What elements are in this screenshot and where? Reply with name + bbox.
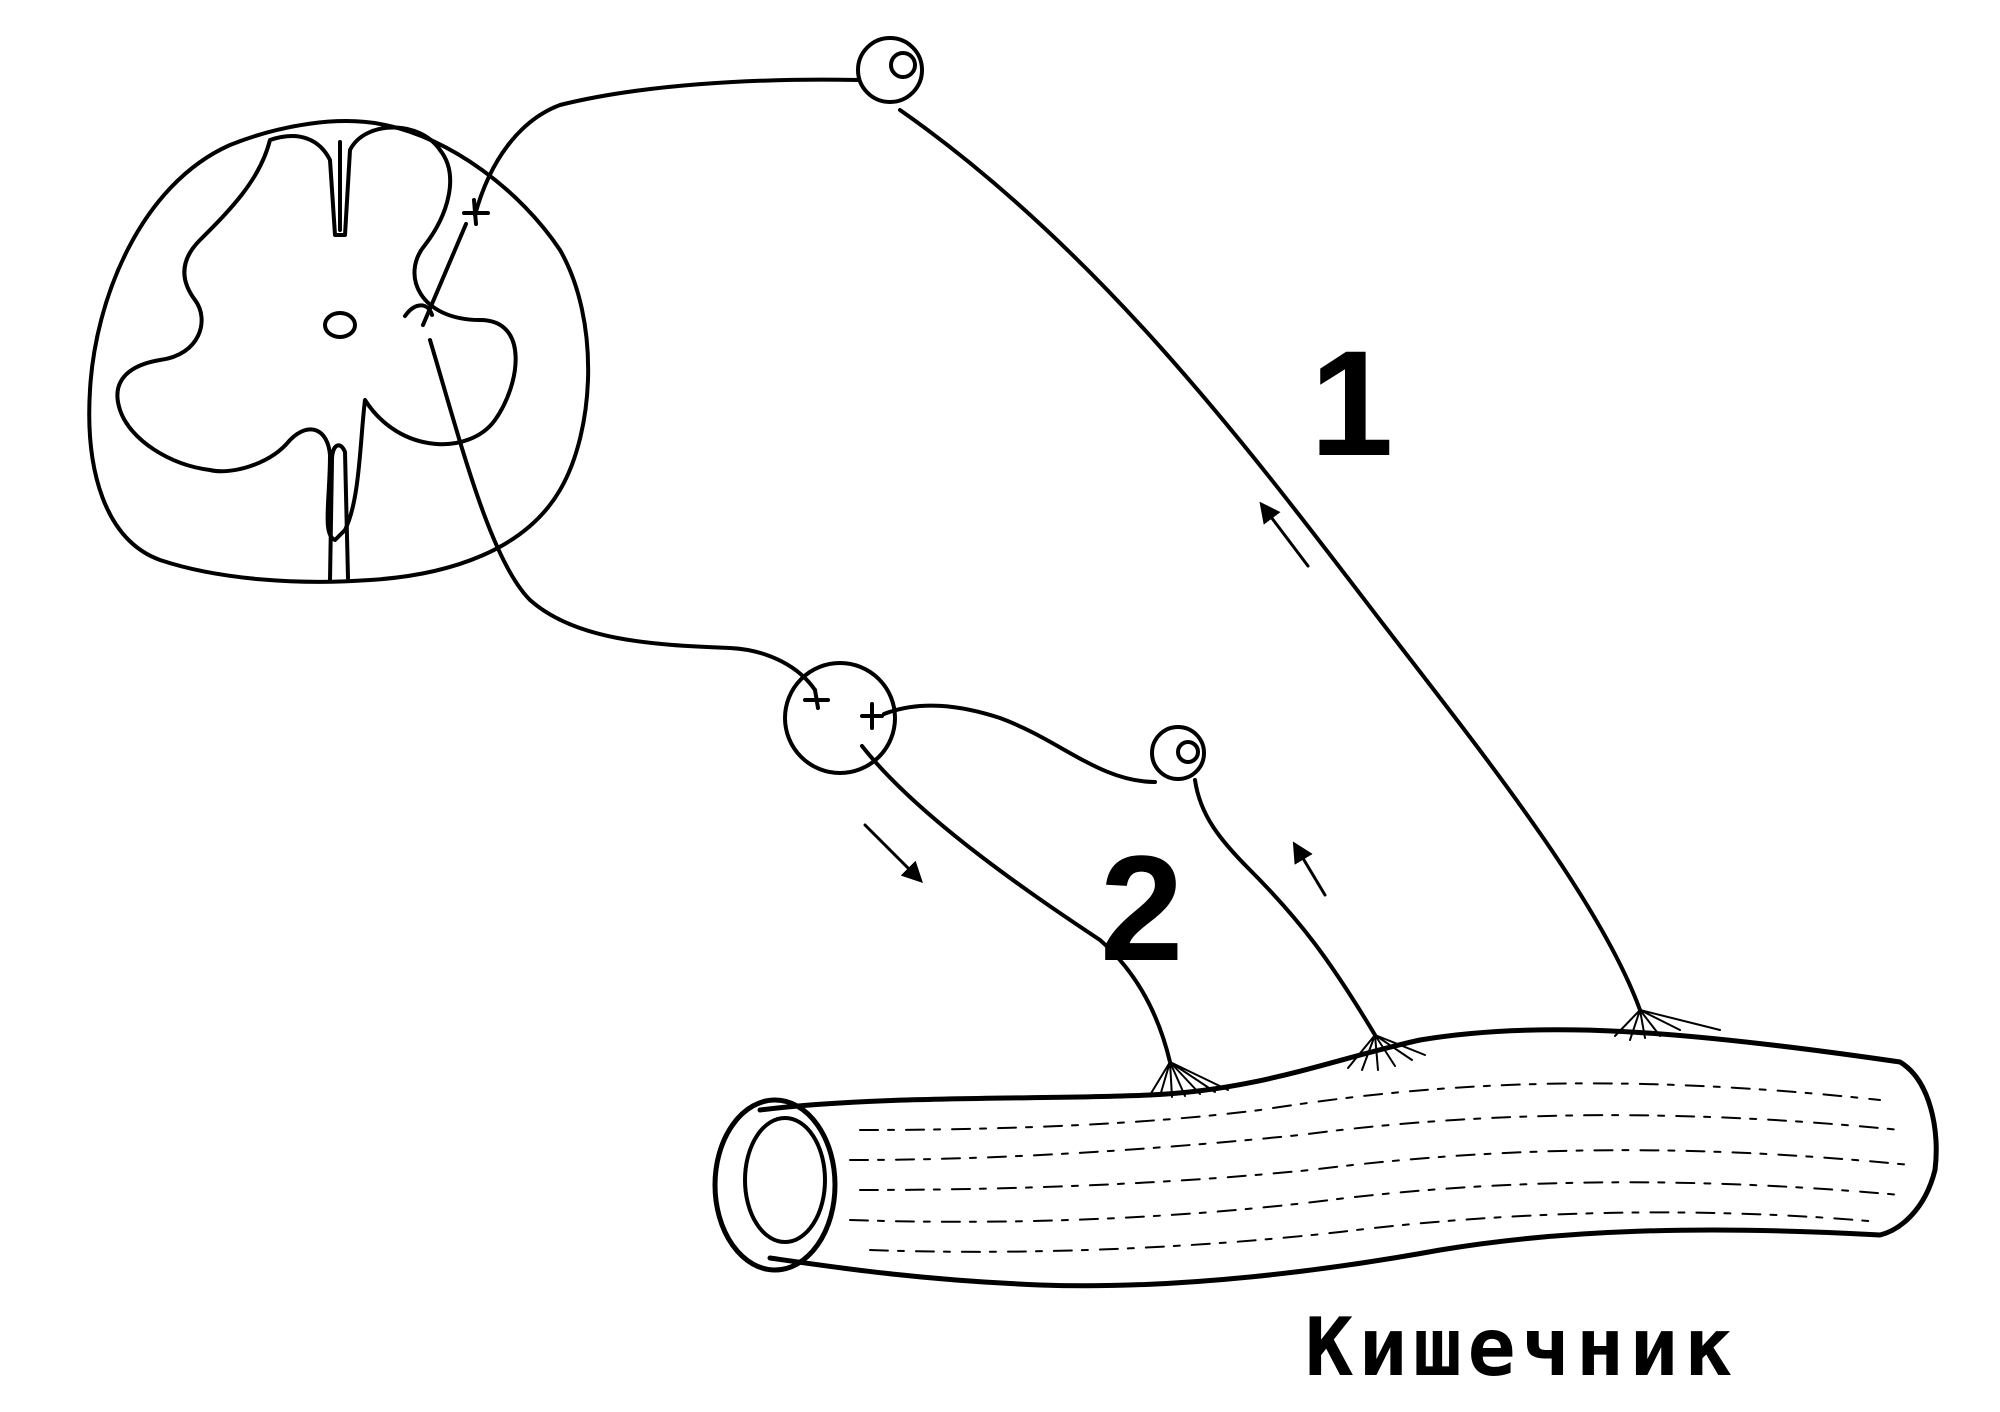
arrow-efferent-downward [863,823,923,883]
spinal-ganglion-central-process [473,77,860,217]
lateral-horn-synapse [403,303,434,318]
autonomic-ganglion [783,661,897,775]
arrow-arc-1-upward [1259,501,1310,568]
intestine-texture [849,1082,1911,1253]
organ-label-intestine: Кишечник [1305,1301,1738,1394]
ganglion-synapse-right [860,702,884,730]
central-canal [323,311,357,339]
arc-2-label: 2 [1100,824,1183,992]
small-ganglion-outer [1150,725,1206,781]
grey-matter-butterfly [115,125,518,542]
spinal-ganglion [856,36,924,104]
intestine-opening-inner [743,1116,827,1244]
ventral-median-fissure [328,443,350,582]
arc-1-label: 1 [1310,319,1393,487]
spinal-ganglion-outer [856,36,924,104]
small-ganglion-inner [1176,740,1200,764]
arrow-arc-2-upward [1292,841,1327,897]
intestine [712,1027,1939,1289]
intestine-body [757,1027,1939,1289]
dorsal-horn-synapse [462,198,490,226]
nerve-ending-arc-2-efferent [1149,1061,1229,1098]
spinal-cord-cross-section [87,119,591,584]
autonomic-ganglion-outer [783,661,897,775]
afferent-fiber-arc-1 [898,108,1642,1012]
ganglion-synapse-left [803,688,830,710]
efferent-preganglionic-fiber [428,338,817,692]
spinal-ganglion-inner [889,51,917,79]
intestine-opening-outer [712,1097,838,1273]
arc-2-afferent-to-autonomic-ganglion [882,703,1157,784]
spinal-cord-outline [87,119,591,584]
arc-2-afferent-from-intestine [1193,778,1377,1037]
small-ganglion [1150,725,1206,781]
nerve-ending-arc-1 [1614,1009,1721,1041]
postganglionic-efferent-fiber [860,744,1172,1064]
direction-arrows [863,501,1327,897]
